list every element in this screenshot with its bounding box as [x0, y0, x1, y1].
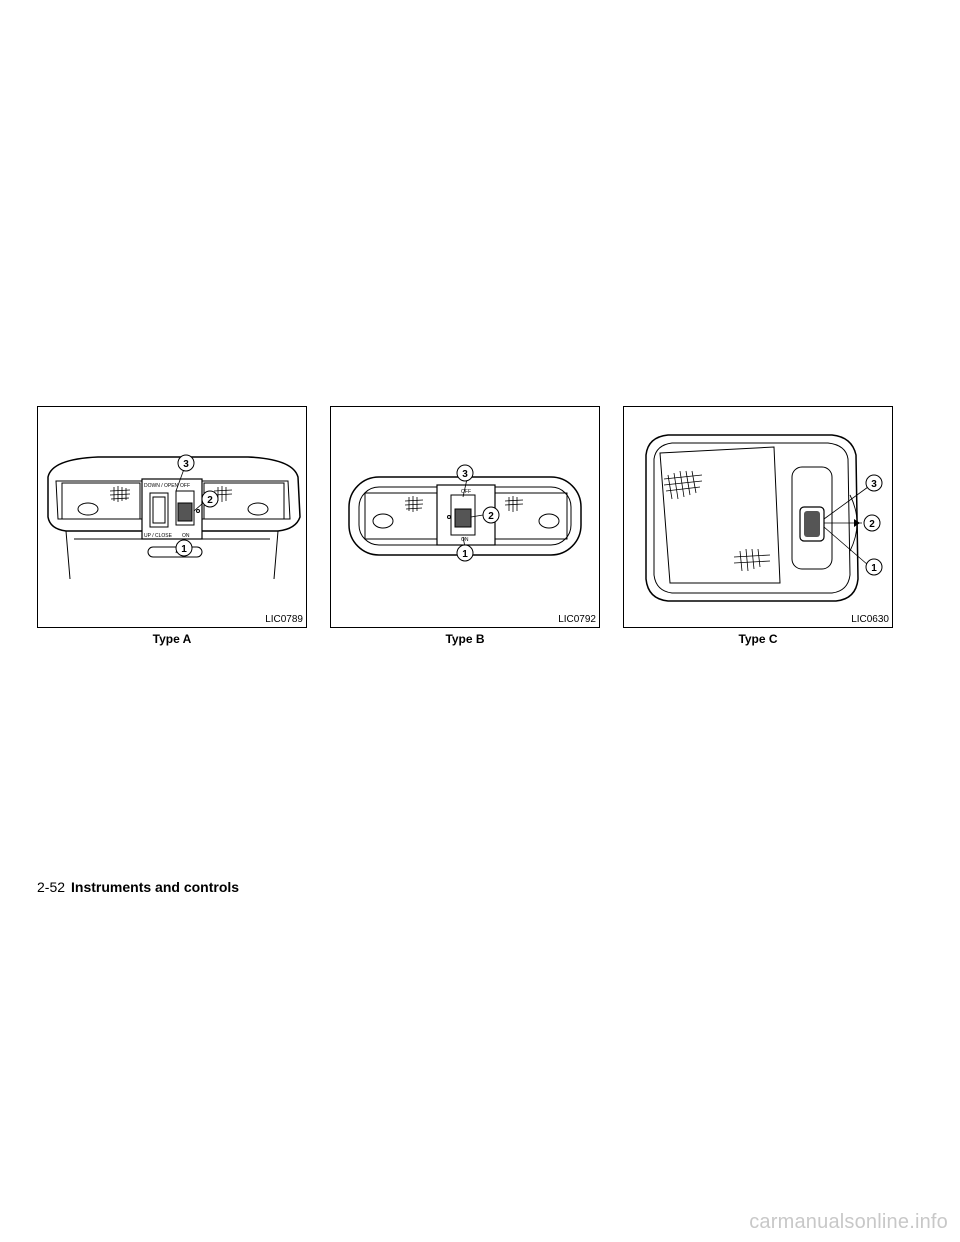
callout-2: 2	[863, 514, 881, 532]
callout-1: 1	[175, 539, 193, 557]
callout-3: 3	[865, 474, 883, 492]
label-down-open: DOWN / OPEN	[144, 483, 179, 489]
figure-type-b: OFF ON 3 2 1 LIC0792	[330, 406, 600, 628]
figure-code: LIC0789	[265, 614, 303, 625]
label-off: OFF	[180, 483, 190, 489]
caption-type-c: Type C	[738, 632, 778, 646]
page-number: 2-52	[37, 879, 66, 895]
label-off: OFF	[461, 489, 471, 495]
callout-3: 3	[456, 464, 474, 482]
svg-text:3: 3	[183, 459, 189, 470]
svg-text:2: 2	[488, 511, 494, 522]
callout-1: 1	[456, 544, 474, 562]
section-title: Instruments and controls	[71, 879, 240, 895]
svg-text:3: 3	[871, 479, 877, 490]
label-on: ON	[182, 533, 190, 539]
figure-type-a: DOWN / OPEN OFF UP / CLOSE ON 3 2 1 LIC0…	[37, 406, 307, 628]
callout-2: 2	[482, 506, 500, 524]
overhead-console-illustration-b: OFF ON 3 2 1	[348, 464, 582, 562]
svg-text:3: 3	[462, 469, 468, 480]
svg-text:1: 1	[181, 544, 187, 555]
caption-type-b: Type B	[445, 632, 485, 646]
svg-text:2: 2	[869, 519, 875, 530]
figure-type-c: 3 2 1 LIC0630	[623, 406, 893, 628]
figure-code: LIC0630	[851, 614, 889, 625]
label-on: ON	[461, 537, 469, 543]
caption-type-a: Type A	[152, 632, 192, 646]
map-lamp-illustration-c: 3 2 1	[645, 434, 883, 602]
callout-3: 3	[177, 454, 195, 472]
svg-text:1: 1	[871, 563, 877, 574]
svg-text:1: 1	[462, 549, 468, 560]
figure-code: LIC0792	[558, 614, 596, 625]
callout-1: 1	[865, 558, 883, 576]
page-footer: 2-52 Instruments and controls	[37, 879, 239, 895]
watermark: carmanualsonline.info	[749, 1211, 948, 1233]
callout-2: 2	[201, 490, 219, 508]
label-up-close: UP / CLOSE	[144, 533, 173, 539]
overhead-console-illustration-a: DOWN / OPEN OFF UP / CLOSE ON 3 2 1	[47, 454, 301, 580]
svg-text:2: 2	[207, 495, 213, 506]
